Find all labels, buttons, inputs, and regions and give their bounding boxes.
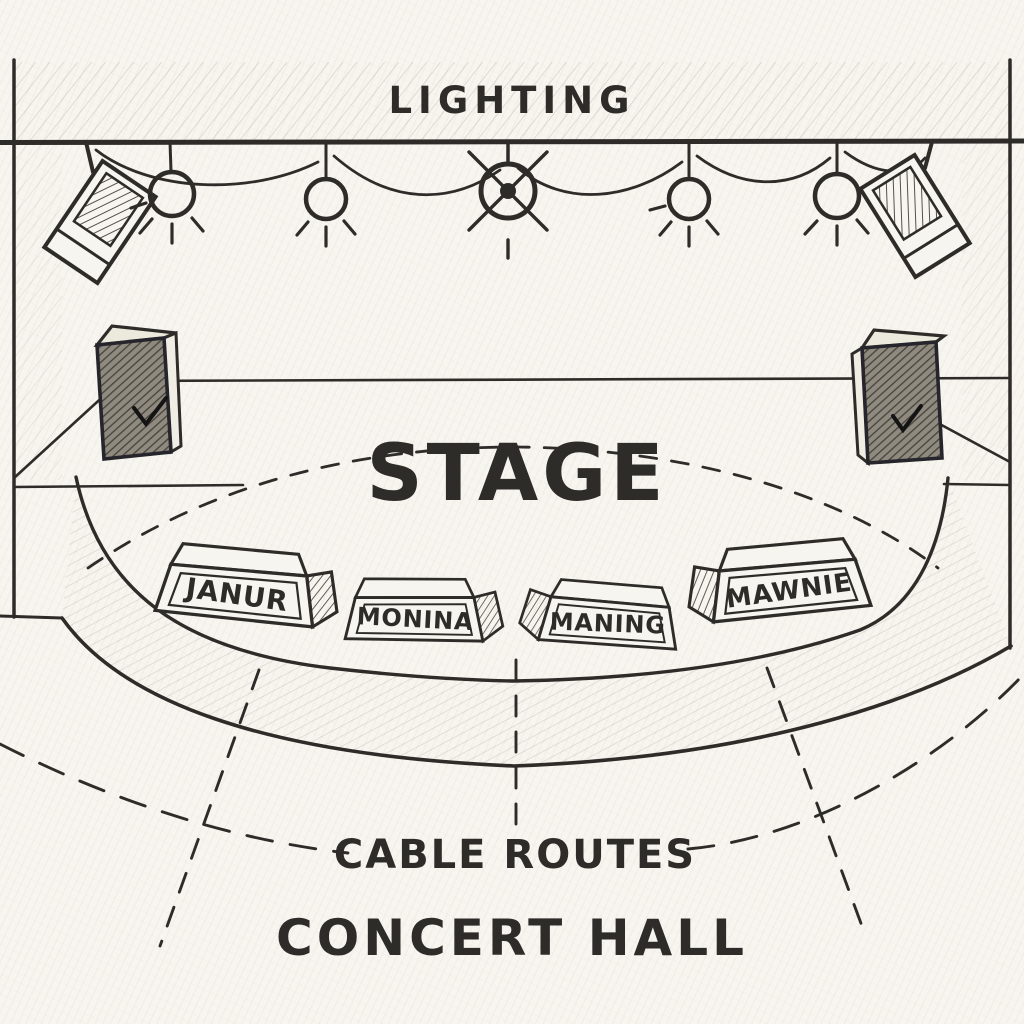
wedge-label: MONINA bbox=[356, 602, 474, 636]
header-hatch bbox=[14, 62, 1010, 140]
concert-hall-label: CONCERT HALL bbox=[276, 909, 748, 967]
wedge-label: MANING bbox=[549, 608, 666, 640]
monitor-wedge-maning: MANING bbox=[518, 578, 678, 651]
cable-route-left-arc bbox=[0, 742, 350, 855]
stage-light-icon-3 bbox=[648, 140, 720, 248]
spotlight-can-right-icon bbox=[857, 140, 973, 280]
deck-cable-route-dashed-arc bbox=[86, 445, 940, 570]
proscenium-frame bbox=[0, 58, 1024, 650]
spotlight-can-left-icon bbox=[41, 140, 159, 286]
cable-route-right-radial bbox=[765, 666, 868, 939]
monitor-wedge-mawnie: MAWNIE bbox=[687, 537, 874, 625]
cable-routes-label: CABLE ROUTES bbox=[334, 832, 696, 878]
speaker-left-icon bbox=[93, 324, 183, 461]
stage-label: STAGE bbox=[367, 429, 668, 519]
right-wall-hatch bbox=[962, 142, 1010, 480]
stage-light-icon-1 bbox=[129, 140, 205, 245]
crossed-stage-light-icon bbox=[467, 140, 549, 260]
lighting-truss-bar bbox=[0, 138, 1024, 145]
speaker-scribble-mark bbox=[132, 396, 168, 428]
speaker-scribble-mark bbox=[891, 404, 923, 434]
stage-apron-top-edge bbox=[74, 475, 950, 683]
cable-route-left-radial bbox=[158, 668, 261, 948]
lighting-label: LIGHTING bbox=[388, 79, 635, 122]
right-deck-line bbox=[942, 482, 1012, 487]
left-floor-line bbox=[0, 614, 64, 620]
monitor-wedge-monina: MONINA bbox=[343, 577, 505, 644]
left-deck-line bbox=[12, 483, 245, 489]
speaker-right-icon bbox=[850, 328, 949, 467]
stage-light-icon-2 bbox=[295, 140, 357, 248]
cable-route-lines bbox=[0, 658, 1024, 948]
stage-light-icon-4 bbox=[803, 140, 870, 247]
stage-apron-face-shading bbox=[62, 477, 1011, 766]
monitor-wedge-janur: JANUR bbox=[152, 542, 339, 630]
cable-route-right-arc bbox=[686, 674, 1024, 851]
left-wall-hatch bbox=[14, 142, 62, 480]
stage-apron-bottom-edge bbox=[60, 616, 1013, 768]
